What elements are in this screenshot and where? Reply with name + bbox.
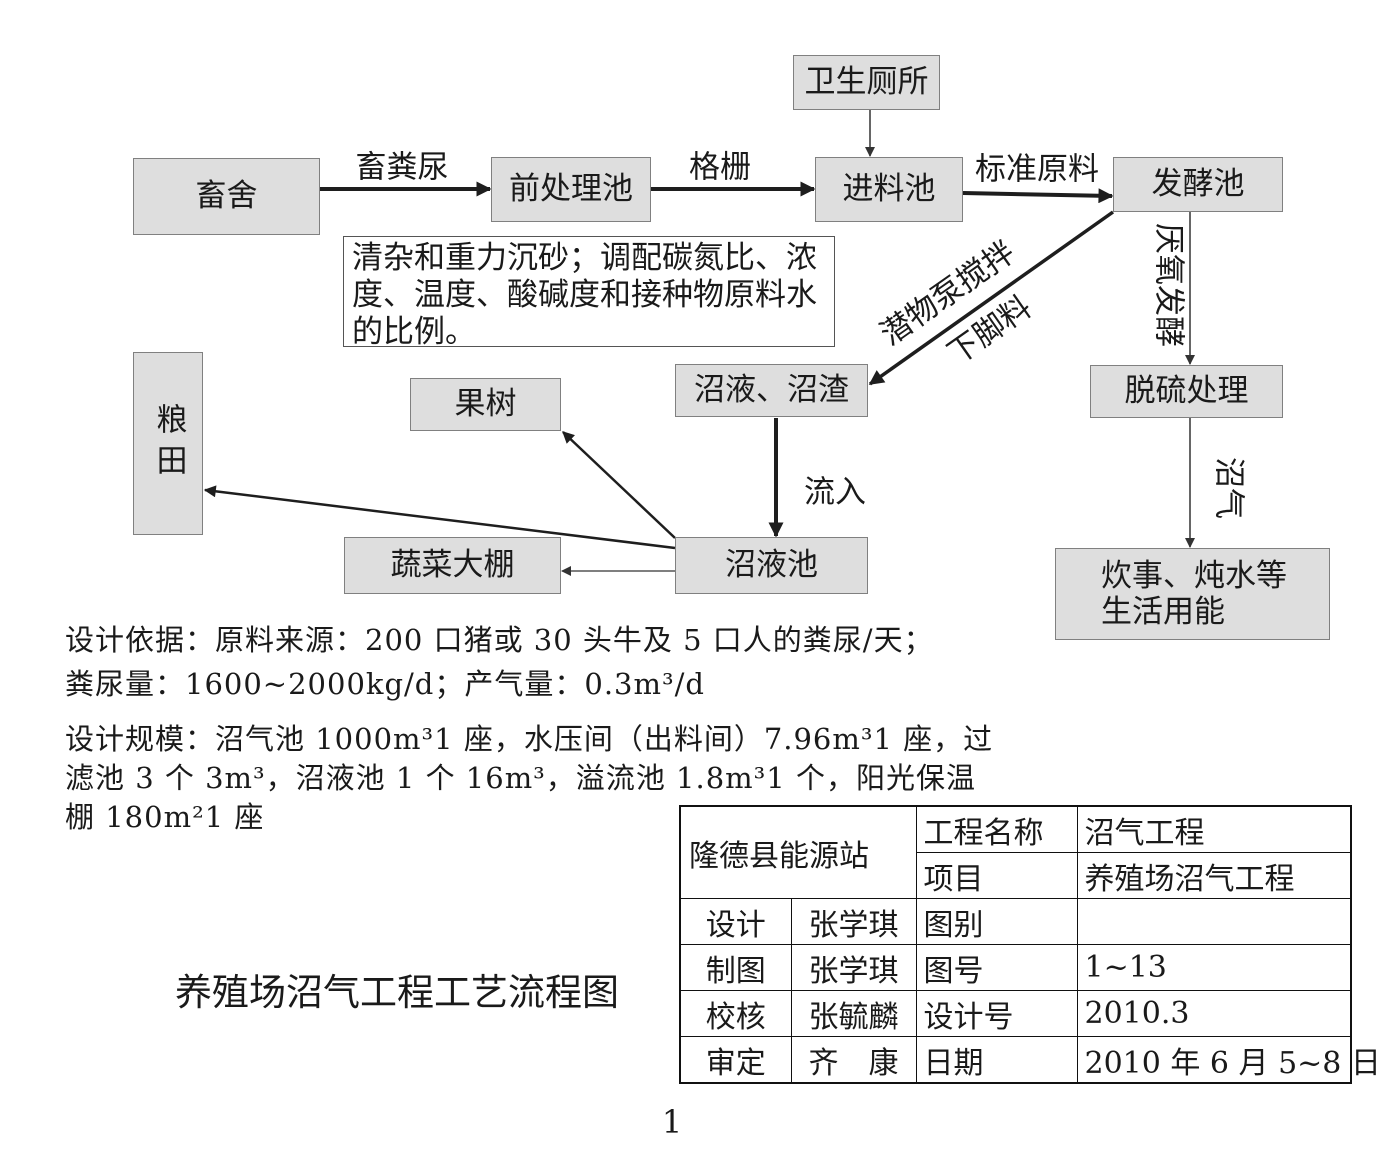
node-barn: 畜舍 <box>133 158 320 235</box>
field-value-cell: 2010.3 <box>1076 990 1352 1037</box>
arrow-feed-to-fermentation-tank <box>962 188 1114 204</box>
edge-label-grille: 格栅 <box>689 149 751 186</box>
node-pretreatment-tank-label: 前处理池 <box>509 171 633 207</box>
node-domestic-energy-line: 生活用能 <box>1101 594 1225 630</box>
design-scale-line: 棚 180m²1 座 <box>65 800 265 834</box>
pretreatment-note: 清杂和重力沉砂；调配碳氮比、浓 度、温度、酸碱度和接种物原料水 的比例。 <box>343 236 835 350</box>
node-vegetable-greenhouse-label: 蔬菜大棚 <box>390 547 515 583</box>
node-slurry-and-residue: 沼液、沼渣 <box>675 364 868 417</box>
design-scale-line: 滤池 3 个 3m³，沼液池 1 个 16m³，溢流池 1.8m³1 个，阳光保… <box>65 761 976 795</box>
design-basis-line: 粪尿量：1600~2000kg/d；产气量：0.3m³/d <box>65 667 705 701</box>
field-label-cell: 日期 <box>915 1036 1078 1084</box>
arrow-slurry-pool-to-fruit-trees <box>562 431 676 539</box>
role-cell: 设计 <box>679 898 792 945</box>
node-desulfurization: 脱硫处理 <box>1090 365 1283 418</box>
node-fruit-trees: 果树 <box>410 378 561 431</box>
page-number: 1 <box>661 1103 683 1141</box>
person-cell: 张学琪 <box>790 944 917 991</box>
title-block-table: 隆德县能源站 工程名称 沼气工程 项目 养殖场沼气工程 设计 张学琪 图别 制图… <box>679 805 1378 1084</box>
edge-label-anaerobic-fermentation: 厌氧发酵 <box>1150 223 1187 347</box>
design-scale-line: 设计规模：沼气池 1000m³1 座，水压间（出料间）7.96m³1 座，过 <box>65 722 994 756</box>
field-label-cell: 工程名称 <box>915 805 1078 853</box>
title-block-row: 设计 张学琪 图别 <box>679 898 1352 945</box>
node-desulfurization-label: 脱硫处理 <box>1124 373 1249 409</box>
field-value-cell: 2010 年 6 月 5~8 日 <box>1076 1036 1378 1084</box>
node-slurry-pool: 沼液池 <box>675 537 868 594</box>
role-cell: 审定 <box>679 1036 792 1084</box>
field-label-cell: 项目 <box>915 852 1078 899</box>
person-cell: 张毓麟 <box>790 990 917 1037</box>
node-grain-field: 粮田 <box>133 352 203 535</box>
field-value-cell: 1~13 <box>1076 944 1352 991</box>
title-block-row: 制图 张学琪 图号 1~13 <box>679 944 1352 991</box>
node-domestic-energy-line: 炊事、炖水等 <box>1101 558 1287 594</box>
edge-label-flow-in: 流入 <box>804 474 866 511</box>
edge-label-biogas: 沼气 <box>1210 457 1247 519</box>
person-cell: 张学琪 <box>790 898 917 945</box>
person-cell: 齐 康 <box>790 1036 917 1084</box>
node-fruit-trees-label: 果树 <box>454 386 517 422</box>
node-slurry-pool-label: 沼液池 <box>725 547 818 583</box>
arrow-slurry-pool-to-grain-field <box>203 485 676 550</box>
node-domestic-energy: 炊事、炖水等 生活用能 <box>1055 548 1330 640</box>
drawing-title: 养殖场沼气工程工艺流程图 <box>175 971 619 1014</box>
role-cell: 制图 <box>679 944 792 991</box>
node-fermentation-tank: 发酵池 <box>1113 157 1283 212</box>
edge-label-standard-feed: 标准原料 <box>975 151 1099 188</box>
node-toilet: 卫生厕所 <box>793 55 940 110</box>
node-grain-field-label: 粮田 <box>150 402 187 485</box>
node-toilet-label: 卫生厕所 <box>804 64 929 100</box>
field-value-cell: 沼气工程 <box>1076 805 1352 853</box>
pretreatment-note-line: 的比例。 <box>352 314 476 350</box>
node-slurry-and-residue-label: 沼液、沼渣 <box>694 372 849 408</box>
node-fermentation-tank-label: 发酵池 <box>1151 166 1245 202</box>
edge-label-manure: 畜粪尿 <box>355 149 449 186</box>
title-block-row: 隆德县能源站 工程名称 沼气工程 <box>679 805 1352 899</box>
title-block-row: 审定 齐 康 日期 2010 年 6 月 5~8 日 <box>679 1036 1378 1084</box>
field-label-cell: 图别 <box>915 898 1078 945</box>
node-vegetable-greenhouse: 蔬菜大棚 <box>344 537 561 594</box>
organization-cell: 隆德县能源站 <box>679 805 917 899</box>
pretreatment-note-line: 度、温度、酸碱度和接种物原料水 <box>352 277 817 313</box>
field-value-cell: 养殖场沼气工程 <box>1076 852 1352 899</box>
design-scale: 设计规模：沼气池 1000m³1 座，水压间（出料间）7.96m³1 座，过 滤… <box>65 720 993 837</box>
node-barn-label: 畜舍 <box>195 178 258 214</box>
title-block-row: 项目 养殖场沼气工程 <box>680 852 1352 899</box>
pretreatment-note-line: 清杂和重力沉砂；调配碳氮比、浓 <box>352 240 817 276</box>
node-feed-tank-label: 进料池 <box>842 171 936 207</box>
title-block-row: 校核 张毓麟 设计号 2010.3 <box>679 990 1352 1037</box>
design-basis: 设计依据：原料来源：200 口猪或 30 头牛及 5 口人的粪尿/天； 粪尿量：… <box>65 618 934 706</box>
arrow-fermentation-to-slurry-residue <box>868 210 1115 386</box>
node-feed-tank: 进料池 <box>815 157 963 222</box>
design-basis-line: 设计依据：原料来源：200 口猪或 30 头牛及 5 口人的粪尿/天； <box>65 623 934 657</box>
node-pretreatment-tank: 前处理池 <box>491 157 651 222</box>
